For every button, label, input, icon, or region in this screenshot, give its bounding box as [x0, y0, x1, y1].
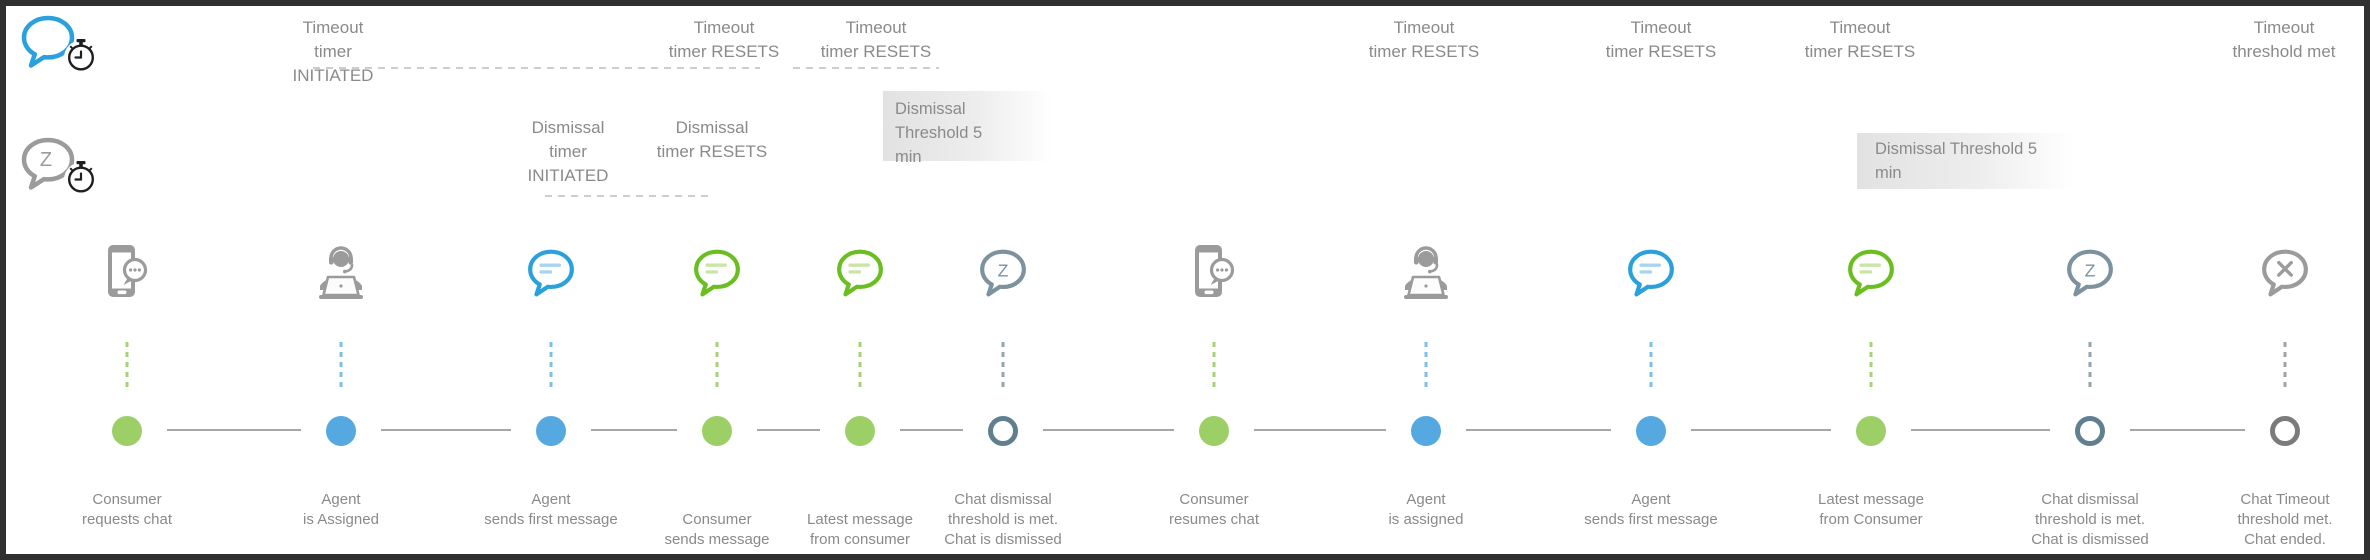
- timeout-timer-resets-label: Timeout timer RESETS: [668, 18, 780, 61]
- timeout-timer-initiated-label: Timeout timer INITIATED: [292, 18, 374, 85]
- drop-line: [1424, 342, 1428, 388]
- timeline-dot: [1856, 416, 1886, 446]
- node-label: Consumer sends message: [664, 511, 770, 548]
- node-label: Chat dismissal threshold is met. Chat is…: [944, 491, 1062, 548]
- timeout-threshold-met-label: Timeout threshold met: [2232, 18, 2336, 61]
- node-consumer-resumes-chat: Consumer resumes chat: [1109, 6, 1319, 554]
- timeline-dot: [2075, 416, 2105, 446]
- drop-line: [858, 342, 862, 388]
- chat-bubble-close-icon: [2250, 239, 2320, 307]
- node-label: Chat dismissal threshold is met. Chat is…: [2031, 491, 2149, 548]
- timeout-timer-span-dash: [793, 67, 939, 69]
- timeline-connector: [1254, 429, 1386, 431]
- timeline-dot: [2270, 416, 2300, 446]
- node-consumer-requests-chat: Consumer requests chat: [22, 6, 232, 554]
- phone-chat-icon: [1179, 239, 1249, 307]
- dismissal-threshold-box: Dismissal Threshold 5 min: [1857, 133, 2073, 189]
- node-agent-first-message: Agent sends first message: [446, 6, 656, 554]
- node-latest-consumer-message: Latest message from consumer: [755, 6, 965, 554]
- chat-bubble-blue-icon: [1616, 239, 1686, 307]
- timeout-timer-resets-label: Timeout timer RESETS: [820, 18, 932, 61]
- node-label: Agent sends first message: [1584, 491, 1718, 528]
- node-label: Latest message from consumer: [807, 511, 913, 548]
- chat-bubble-green-icon: [1836, 239, 1906, 307]
- drop-line: [549, 342, 553, 388]
- svg-text:Z: Z: [40, 149, 52, 171]
- drop-line: [2283, 342, 2287, 388]
- dismissal-timer-span-dash: [545, 195, 713, 197]
- node-label: Consumer resumes chat: [1168, 491, 1260, 528]
- chat-bubble-green-icon: [682, 239, 752, 307]
- agent-headset-icon: [306, 239, 376, 307]
- dismissal-timer-initiated-label: Dismissal timer INITIATED: [527, 118, 609, 185]
- timeline-connector: [900, 429, 963, 431]
- node-label: Consumer requests chat: [81, 491, 173, 528]
- timeline-connector: [381, 429, 511, 431]
- timeline-connector: [167, 429, 301, 431]
- timeout-timer-resets-label: Timeout timer RESETS: [1804, 18, 1916, 61]
- drop-line: [2088, 342, 2092, 388]
- timeline-dot: [1199, 416, 1229, 446]
- timeline-dot: [988, 416, 1018, 446]
- node-label: Agent is Assigned: [303, 491, 379, 528]
- drop-line: [1001, 342, 1005, 388]
- timeline-connector: [591, 429, 677, 431]
- timeline-dot: [1636, 416, 1666, 446]
- timeout-timer-resets-label: Timeout timer RESETS: [1605, 18, 1717, 61]
- drop-line: [125, 342, 129, 388]
- node-agent-assigned: Agent is Assigned: [236, 6, 446, 554]
- timeline-connector: [1043, 429, 1174, 431]
- node-chat-dismissed-2: Z Chat dismissal threshold is met. Chat …: [1985, 6, 2195, 554]
- node-label: Agent sends first message: [484, 491, 618, 528]
- node-label: Latest message from Consumer: [1818, 491, 1924, 528]
- node-latest-consumer-message-2: Latest message from Consumer: [1766, 6, 1976, 554]
- phone-chat-icon: [92, 239, 162, 307]
- node-label: Agent is assigned: [1388, 491, 1464, 528]
- chat-bubble-green-icon: [825, 239, 895, 307]
- drop-line: [339, 342, 343, 388]
- timeline-dot: [845, 416, 875, 446]
- timeline-connector: [2130, 429, 2245, 431]
- agent-headset-icon: [1391, 239, 1461, 307]
- chat-bubble-sleep-icon: Z: [2055, 239, 2125, 307]
- timeline-dot: [326, 416, 356, 446]
- node-chat-ended: Chat Timeout threshold met. Chat ended.: [2180, 6, 2364, 554]
- drop-line: [715, 342, 719, 388]
- node-agent-assigned-2: Agent is assigned: [1321, 6, 1531, 554]
- timeline-connector: [1691, 429, 1831, 431]
- chat-bubble-sleep-icon: Z: [968, 239, 1038, 307]
- svg-text:Z: Z: [2085, 261, 2096, 281]
- timeout-timer-legend-icon: [16, 14, 102, 78]
- dismissal-timer-legend-icon: Z: [16, 136, 102, 200]
- timeline-connector: [1466, 429, 1611, 431]
- timeline-connector: [1911, 429, 2050, 431]
- dismissal-timer-resets-label: Dismissal timer RESETS: [656, 118, 768, 161]
- node-consumer-sends-message: Consumer sends message: [612, 6, 822, 554]
- timeline-dot: [112, 416, 142, 446]
- timeline-dot: [1411, 416, 1441, 446]
- dismissal-threshold-box: Dismissal Threshold 5 min: [883, 91, 1053, 166]
- timeout-timer-resets-label: Timeout timer RESETS: [1368, 18, 1480, 61]
- svg-text:Z: Z: [998, 261, 1009, 281]
- drop-line: [1649, 342, 1653, 388]
- drop-line: [1869, 342, 1873, 388]
- node-chat-dismissed: Z Chat dismissal threshold is met. Chat …: [898, 6, 1108, 554]
- timeline-dot: [536, 416, 566, 446]
- chat-bubble-blue-icon: [516, 239, 586, 307]
- drop-line: [1212, 342, 1216, 388]
- node-agent-first-message-2: Agent sends first message: [1546, 6, 1756, 554]
- timeout-timer-span-dash: [313, 67, 760, 69]
- node-label: Chat Timeout threshold met. Chat ended.: [2237, 491, 2333, 548]
- timeline-connector: [757, 429, 820, 431]
- timeline-dot: [702, 416, 732, 446]
